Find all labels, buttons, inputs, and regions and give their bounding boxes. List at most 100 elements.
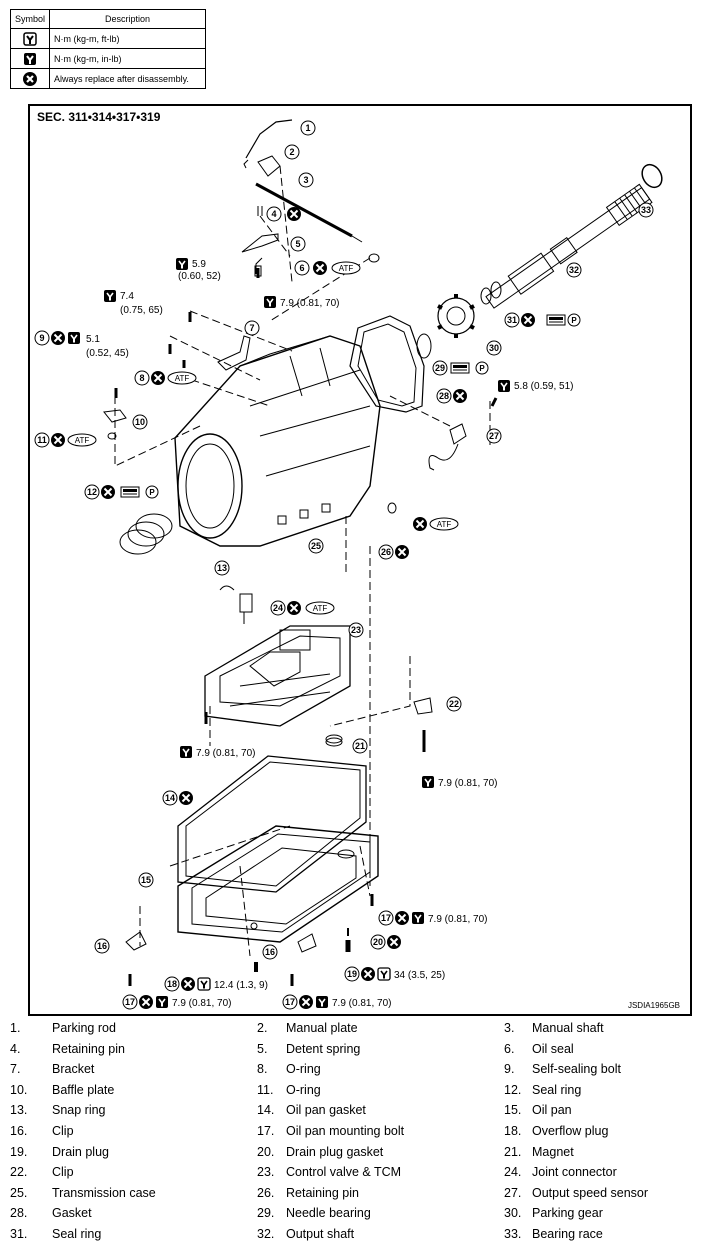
torque-label: 7.4 bbox=[120, 291, 134, 302]
part-number: 4. bbox=[10, 1041, 21, 1056]
torque-label: 7.9 (0.81, 70) bbox=[196, 748, 255, 759]
svg-text:32: 32 bbox=[569, 265, 579, 275]
svg-text:11: 11 bbox=[37, 435, 47, 445]
part-name: Retaining pin bbox=[52, 1041, 125, 1056]
svg-text:27: 27 bbox=[489, 431, 499, 441]
part-number: 15. bbox=[504, 1103, 522, 1118]
part-name: Manual shaft bbox=[532, 1021, 604, 1035]
part-name: O-ring bbox=[286, 1062, 321, 1077]
svg-text:29: 29 bbox=[435, 363, 445, 373]
svg-text:31: 31 bbox=[507, 315, 517, 325]
part-name: Clip bbox=[52, 1165, 74, 1180]
torque-label: (0.75, 65) bbox=[120, 305, 163, 316]
svg-text:28: 28 bbox=[439, 391, 449, 401]
diagram-code: JSDIA1965GB bbox=[627, 1001, 680, 1010]
part-name: Output speed sensor bbox=[532, 1185, 649, 1200]
part-name: Gasket bbox=[52, 1206, 92, 1221]
section-label: SEC. 311•314•317•319 bbox=[37, 110, 161, 124]
svg-text:17: 17 bbox=[285, 997, 295, 1007]
part-name: Joint connector bbox=[532, 1165, 617, 1180]
svg-text:20: 20 bbox=[373, 937, 383, 947]
part-number: 17. bbox=[257, 1123, 275, 1138]
torque-label: 34 (3.5, 25) bbox=[394, 970, 445, 981]
torque-label: 7.9 (0.81, 70) bbox=[438, 778, 497, 789]
part-name: Oil pan gasket bbox=[286, 1103, 366, 1118]
atf-label: ATF bbox=[175, 374, 190, 383]
part-name: Detent spring bbox=[286, 1041, 361, 1056]
part-name: Manual plate bbox=[286, 1021, 358, 1035]
part-number: 12. bbox=[504, 1082, 522, 1097]
part-number: 28. bbox=[10, 1206, 28, 1221]
p-label: P bbox=[571, 316, 577, 325]
part-number: 22. bbox=[10, 1165, 28, 1180]
part-number: 10. bbox=[10, 1082, 28, 1097]
part-number: 9. bbox=[504, 1062, 515, 1077]
svg-text:8: 8 bbox=[139, 373, 144, 383]
part-number: 8. bbox=[257, 1062, 268, 1077]
torque-label: 7.9 (0.81, 70) bbox=[172, 998, 231, 1009]
part-number: 23. bbox=[257, 1165, 275, 1180]
part-number: 33. bbox=[504, 1226, 522, 1241]
part-number: 5. bbox=[257, 1041, 268, 1056]
atf-label: ATF bbox=[313, 604, 328, 613]
torque-label: 7.9 (0.81, 70) bbox=[332, 998, 391, 1009]
part-name: Baffle plate bbox=[52, 1082, 115, 1097]
torque-label: (0.52, 45) bbox=[86, 348, 129, 359]
replace-x-icon bbox=[9, 68, 51, 89]
svg-text:16: 16 bbox=[97, 941, 107, 951]
torque-label: 5.1 bbox=[86, 334, 100, 345]
part-name: Oil pan bbox=[532, 1103, 572, 1118]
svg-text:12: 12 bbox=[87, 487, 97, 497]
torque-label: 7.9 (0.81, 70) bbox=[428, 914, 487, 925]
svg-text:18: 18 bbox=[167, 979, 177, 989]
part-name: Retaining pin bbox=[286, 1185, 359, 1200]
part-number: 7. bbox=[10, 1062, 21, 1077]
part-name: Snap ring bbox=[52, 1103, 106, 1118]
svg-text:6: 6 bbox=[299, 263, 304, 273]
atf-label: ATF bbox=[437, 520, 452, 529]
torque-wrench-inlb-icon bbox=[9, 48, 51, 69]
part-name: Output shaft bbox=[286, 1226, 355, 1241]
part-name: Bracket bbox=[52, 1062, 95, 1077]
svg-text:4: 4 bbox=[271, 209, 276, 219]
part-number: 29. bbox=[257, 1206, 275, 1221]
legend-row-description: N·m (kg-m, in-lb) bbox=[49, 48, 206, 69]
exploded-diagram-panel: SEC. 311•314•317•319 bbox=[28, 104, 692, 1016]
part-name: Overflow plug bbox=[532, 1123, 609, 1138]
svg-text:24: 24 bbox=[273, 603, 283, 613]
atf-label: ATF bbox=[339, 264, 354, 273]
part-number: 3. bbox=[504, 1021, 515, 1035]
svg-text:22: 22 bbox=[449, 699, 459, 709]
part-name: Control valve & TCM bbox=[286, 1165, 402, 1180]
legend-header-description: Description bbox=[49, 9, 206, 29]
legend-row-description: Always replace after disassembly. bbox=[49, 68, 206, 89]
part-number: 6. bbox=[504, 1041, 515, 1056]
legend-row-description: N·m (kg-m, ft-lb) bbox=[49, 28, 206, 49]
symbol-legend-table: Symbol Description N·m (kg-m, ft-lb) N·m… bbox=[9, 9, 206, 89]
svg-text:19: 19 bbox=[347, 969, 357, 979]
svg-text:7: 7 bbox=[249, 323, 254, 333]
svg-text:5: 5 bbox=[295, 239, 300, 249]
parts-row: 13. Snap ring 14. Oil pan gasket 15. Oil pan bbox=[0, 1103, 704, 1124]
part-name: Oil pan mounting bolt bbox=[286, 1123, 405, 1138]
atf-label: ATF bbox=[75, 436, 90, 445]
part-name: Self-sealing bolt bbox=[532, 1062, 621, 1077]
svg-text:17: 17 bbox=[381, 913, 391, 923]
part-name: O-ring bbox=[286, 1082, 321, 1097]
p-label: P bbox=[149, 488, 155, 497]
part-name: Transmission case bbox=[52, 1185, 156, 1200]
part-number: 14. bbox=[257, 1103, 275, 1118]
part-number: 13. bbox=[10, 1103, 28, 1118]
part-number: 21. bbox=[504, 1144, 522, 1159]
exploded-diagram: 1 2 3 4 5 6 7 8 9 10 11 12 13 14 15 16 1… bbox=[34, 119, 663, 1010]
part-number: 27. bbox=[504, 1185, 522, 1200]
part-name: Clip bbox=[52, 1123, 74, 1138]
part-number: 20. bbox=[257, 1144, 275, 1159]
svg-text:17: 17 bbox=[125, 997, 135, 1007]
